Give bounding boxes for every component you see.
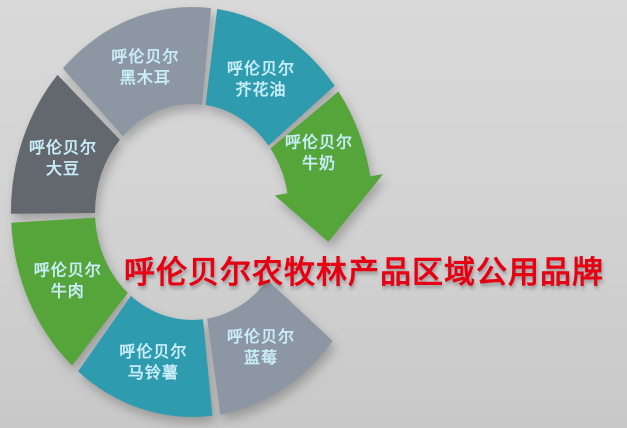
segment-canola-oil (205, 8, 335, 146)
segment-label-black-fungus: 呼伦贝尔黑木耳 (111, 47, 179, 87)
segment-label-soybean: 呼伦贝尔大豆 (29, 138, 97, 178)
segment-label-blueberry: 呼伦贝尔蓝莓 (227, 327, 295, 367)
segment-label-potato: 呼伦贝尔马铃薯 (119, 342, 187, 382)
segment-beef (11, 217, 128, 366)
segment-milk (270, 91, 384, 242)
diagram-title: 呼伦贝尔农牧林产品区域公用品牌 (124, 255, 604, 290)
segment-blueberry (207, 279, 333, 415)
segment-label-beef: 呼伦贝尔牛肉 (34, 260, 102, 300)
segment-label-canola-oil: 呼伦贝尔芥花油 (227, 59, 295, 99)
segment-potato (78, 295, 213, 417)
segment-label-milk: 呼伦贝尔牛奶 (285, 132, 353, 172)
segment-black-fungus (62, 6, 211, 137)
segment-soybean (11, 74, 120, 214)
